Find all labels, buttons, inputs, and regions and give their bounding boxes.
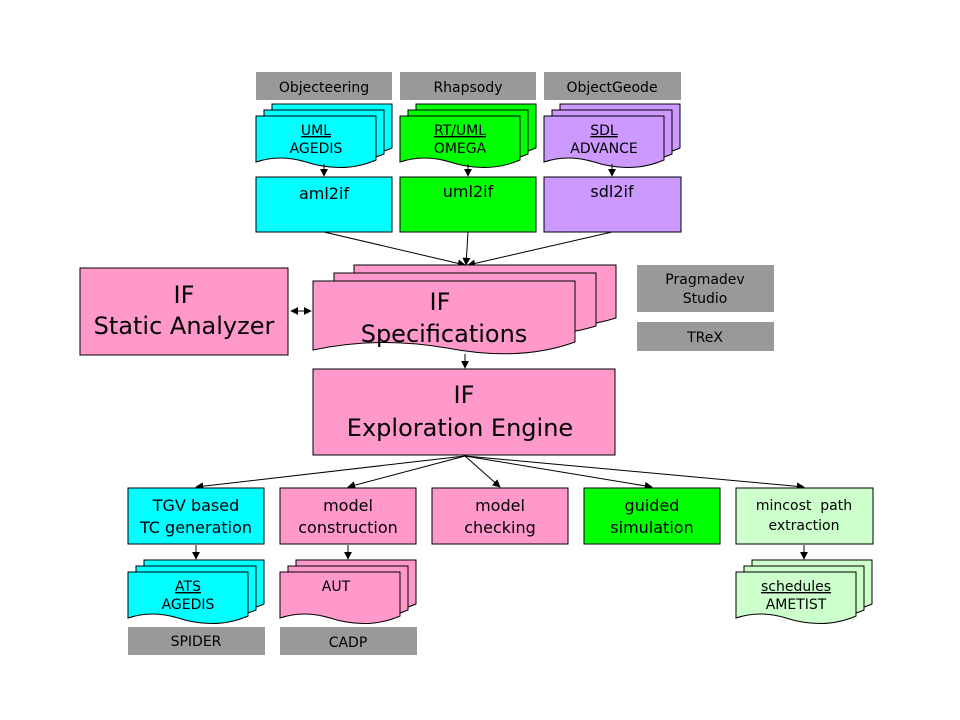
tool-box [280,627,417,655]
output-box [431,487,569,545]
tool-label: Studio [683,291,728,307]
tool-spider: SPIDER [128,627,265,655]
output-label: simulation [610,518,693,537]
translator-box [543,176,682,233]
output-model-checking: model checking [431,487,569,545]
tool-box [637,322,774,351]
tool-box [400,72,536,100]
translator-aml2if: aml2if [255,176,393,233]
doc-title: UML [301,123,331,139]
doc-title: ATS [175,579,201,595]
output-model-construction: model construction [279,487,417,545]
doc-title: RT/UML [434,123,486,139]
exploration-engine: IF Exploration Engine [312,368,616,456]
static-analyzer-title: IF [174,281,195,309]
exploration-engine-title: IF [454,381,475,409]
doc-subtitle: AGEDIS [162,597,215,613]
tool-objecteering: Objecteering [256,72,392,100]
output-guided-simulation: guided simulation [583,487,721,545]
arrow [464,455,805,491]
arrow [464,455,501,488]
static-analyzer-subtitle: Static Analyzer [94,312,275,340]
tool-pragmadev: Pragmadev Studio [637,265,774,312]
output-box [127,487,265,545]
output-box [735,487,874,545]
specifications-stack: IF Specifications [312,264,617,355]
arrow [347,455,466,490]
tool-label: ObjectGeode [566,80,657,96]
tool-label: SPIDER [171,634,222,650]
static-analyzer: IF Static Analyzer [79,267,289,356]
doc-title: AUT [322,579,351,595]
output-box [583,487,721,545]
tool-label: Pragmadev [665,272,744,288]
output-label: mincost path [756,498,852,514]
output-label: extraction [769,518,840,534]
translator-box [255,176,393,233]
doc-subtitle: AGEDIS [290,141,343,157]
tool-box [256,72,392,100]
specifications-subtitle: Specifications [361,320,528,348]
output-mincost: mincost path extraction [735,487,874,545]
output-label: TGV based [152,496,240,515]
doc-stack-aut: AUT [279,559,417,625]
translator-box [399,176,537,233]
arrow [467,231,613,268]
output-box [279,487,417,545]
exploration-engine-subtitle: Exploration Engine [347,414,573,442]
tool-box [637,265,774,312]
output-label: construction [298,518,398,537]
doc-subtitle: OMEGA [434,141,487,157]
output-tgv: TGV based TC generation [127,487,265,545]
tool-box [544,72,681,100]
doc-stack-rtuml: RT/UML OMEGA [399,103,537,169]
translator-uml2if: uml2if [399,176,537,233]
tool-box [128,627,265,655]
arrow [464,455,653,490]
static-analyzer-box [79,267,289,356]
translator-sdl2if: sdl2if [543,176,682,233]
doc-stack-ats: ATS AGEDIS [127,559,265,625]
doc-title: schedules [761,579,831,595]
exploration-engine-box [312,368,616,456]
arrow [195,455,466,491]
tool-label: CADP [329,635,368,651]
specifications-title: IF [430,288,451,316]
tool-label: TReX [686,330,723,346]
tool-objectgeode: ObjectGeode [544,72,681,100]
doc-subtitle: ADVANCE [570,141,637,157]
arrow [323,231,466,268]
doc-stack-sdl: SDL ADVANCE [543,103,681,169]
translator-label: uml2if [443,182,494,201]
doc-stack-schedules: schedules AMETIST [735,559,873,625]
tool-rhapsody: Rhapsody [400,72,536,100]
arrow [462,231,471,266]
doc-title: SDL [590,123,618,139]
output-label: TC generation [139,518,252,537]
output-label: model [475,496,525,515]
doc-stack-uml: UML AGEDIS [255,103,393,169]
translator-label: sdl2if [590,182,634,201]
tool-label: Rhapsody [433,80,502,96]
tool-trex: TReX [637,322,774,351]
tool-label: Objecteering [279,80,369,96]
tool-cadp: CADP [280,627,417,655]
output-label: guided [625,496,680,515]
output-label: checking [464,518,536,537]
doc-subtitle: AMETIST [766,597,827,613]
translator-label: aml2if [299,184,349,203]
output-label: model [323,496,373,515]
